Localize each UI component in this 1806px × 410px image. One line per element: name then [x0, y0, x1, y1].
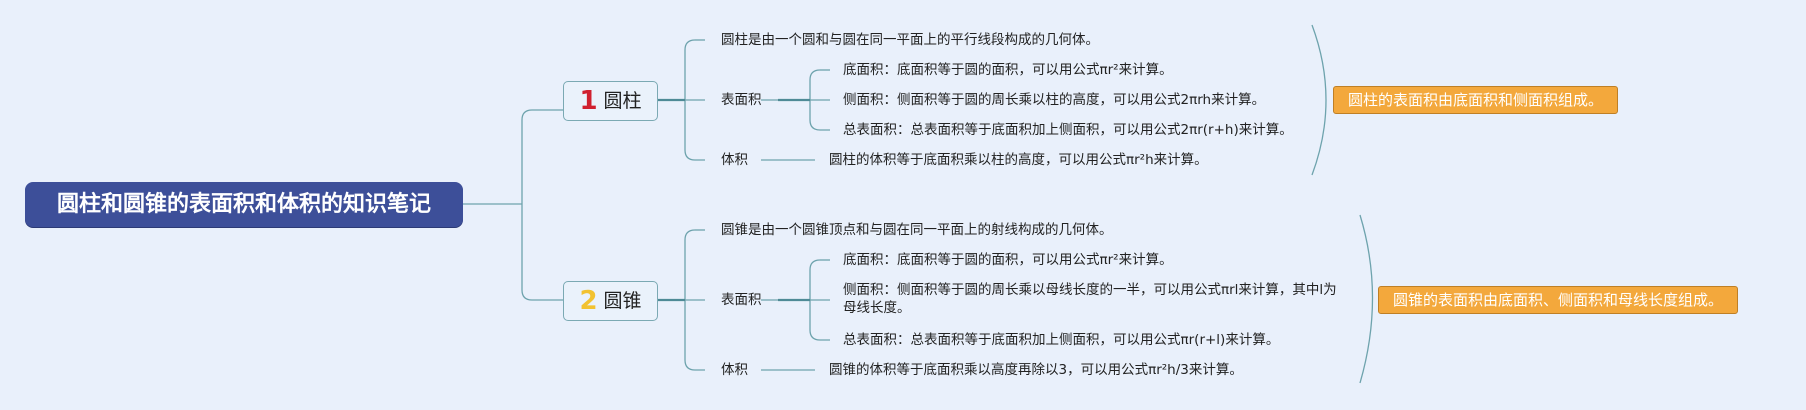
cylinder-base-area[interactable]: 底面积：底面积等于圆的面积，可以用公式πr²来计算。: [843, 62, 1173, 78]
cone-base-area[interactable]: 底面积：底面积等于圆的面积，可以用公式πr²来计算。: [843, 252, 1173, 268]
branch-label: 圆锥: [603, 290, 642, 312]
cylinder-surface-label[interactable]: 表面积: [721, 92, 762, 108]
number-one-marker: 1: [579, 86, 598, 116]
cone-summary[interactable]: 圆锥的表面积由底面积、侧面积和母线长度组成。: [1378, 286, 1739, 314]
branch-label: 圆柱: [603, 90, 642, 112]
cone-volume-text[interactable]: 圆锥的体积等于底面积乘以高度再除以3，可以用公式πr²h/3来计算。: [829, 362, 1243, 378]
central-topic[interactable]: 圆柱和圆锥的表面积和体积的知识笔记: [25, 182, 463, 227]
cone-volume-label[interactable]: 体积: [721, 362, 748, 378]
cone-lateral-area[interactable]: 侧面积：侧面积等于圆的周长乘以母线长度的一半，可以用公式πrl来计算，其中l为母…: [843, 282, 1337, 316]
number-two-marker: 2: [579, 286, 598, 316]
cone-surface-label[interactable]: 表面积: [721, 292, 762, 308]
cylinder-definition[interactable]: 圆柱是由一个圆和与圆在同一平面上的平行线段构成的几何体。: [721, 32, 1099, 48]
cylinder-volume-text[interactable]: 圆柱的体积等于底面积乘以柱的高度，可以用公式πr²h来计算。: [829, 152, 1208, 168]
cone-total-area[interactable]: 总表面积：总表面积等于底面积加上侧面积，可以用公式πr(r+l)来计算。: [843, 332, 1280, 348]
cone-definition[interactable]: 圆锥是由一个圆锥顶点和与圆在同一平面上的射线构成的几何体。: [721, 222, 1113, 238]
cylinder-volume-label[interactable]: 体积: [721, 152, 748, 168]
cylinder-total-area[interactable]: 总表面积：总表面积等于底面积加上侧面积，可以用公式2πr(r+h)来计算。: [843, 122, 1293, 138]
cylinder-lateral-area[interactable]: 侧面积：侧面积等于圆的周长乘以柱的高度，可以用公式2πrh来计算。: [843, 92, 1266, 108]
cylinder-summary[interactable]: 圆柱的表面积由底面积和侧面积组成。: [1333, 86, 1619, 114]
